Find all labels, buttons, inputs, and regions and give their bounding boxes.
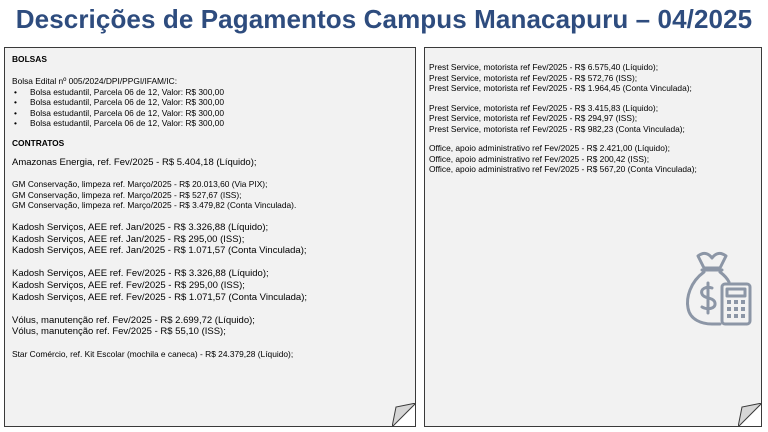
gm-line: GM Conservação, limpeza ref. Março/2025 … bbox=[12, 179, 268, 190]
amazonas-line: Amazonas Energia, ref. Fev/2025 - R$ 5.4… bbox=[12, 156, 257, 168]
bolsa-list: Bolsa estudantil, Parcela 06 de 12, Valo… bbox=[12, 87, 408, 129]
bolsa-edital-label: Bolsa Edital nº 005/2024/DPI/PPGI/IFAM/I… bbox=[12, 76, 178, 86]
office-line: Office, apoio administrativo ref Fev/202… bbox=[429, 153, 650, 164]
slide-title: Descrições de Pagamentos Campus Manacapu… bbox=[15, 4, 753, 34]
page-fold-icon bbox=[392, 403, 415, 426]
bolsas-heading: BOLSAS bbox=[12, 54, 47, 64]
gm-line: GM Conservação, limpeza ref. Março/2025 … bbox=[12, 200, 297, 211]
prest-service-line: Prest Service, motorista ref Fev/2025 - … bbox=[429, 83, 692, 93]
kadosh-fev-line: Kadosh Serviços, AEE ref. Fev/2025 - R$ … bbox=[12, 279, 245, 291]
prest-service-line: Prest Service, motorista ref Fev/2025 - … bbox=[429, 72, 638, 83]
kadosh-fev-line: Kadosh Serviços, AEE ref. Fev/2025 - R$ … bbox=[12, 268, 269, 280]
volus-line: Vólus, manutenção ref. Fev/2025 - R$ 55,… bbox=[12, 326, 226, 338]
prest-service-line: Prest Service, motorista ref Fev/2025 - … bbox=[429, 62, 659, 72]
page-fold-icon bbox=[738, 403, 761, 426]
list-item: Bolsa estudantil, Parcela 06 de 12, Valo… bbox=[12, 87, 408, 98]
right-note-panel: Prest Service, motorista ref Fev/2025 - … bbox=[424, 47, 762, 427]
kadosh-fev-line: Kadosh Serviços, AEE ref. Fev/2025 - R$ … bbox=[12, 291, 308, 303]
volus-line: Vólus, manutenção ref. Fev/2025 - R$ 2.6… bbox=[12, 314, 255, 326]
star-line: Star Comércio, ref. Kit Escolar (mochila… bbox=[12, 349, 294, 360]
prest-service-line: Prest Service, motorista ref Fev/2025 - … bbox=[429, 113, 638, 123]
gm-line: GM Conservação, limpeza ref. Março/2025 … bbox=[12, 189, 242, 200]
contratos-heading: CONTRATOS bbox=[12, 137, 65, 148]
money-bag-calculator-icon bbox=[686, 251, 752, 326]
list-item: Bolsa estudantil, Parcela 06 de 12, Valo… bbox=[12, 108, 408, 119]
list-item: Bolsa estudantil, Parcela 06 de 12, Valo… bbox=[12, 118, 408, 129]
kadosh-jan-line: Kadosh Serviços, AEE ref. Jan/2025 - R$ … bbox=[12, 245, 307, 257]
prest-service-line: Prest Service, motorista ref Fev/2025 - … bbox=[429, 102, 659, 113]
list-item: Bolsa estudantil, Parcela 06 de 12, Valo… bbox=[12, 97, 408, 108]
prest-service-line: Prest Service, motorista ref Fev/2025 - … bbox=[429, 123, 685, 134]
kadosh-jan-line: Kadosh Serviços, AEE ref. Jan/2025 - R$ … bbox=[12, 233, 245, 245]
kadosh-jan-line: Kadosh Serviços, AEE ref. Jan/2025 - R$ … bbox=[12, 221, 269, 233]
office-line: Office, apoio administrativo ref Fev/202… bbox=[429, 143, 670, 153]
office-line: Office, apoio administrativo ref Fev/202… bbox=[429, 164, 697, 174]
left-note-panel: BOLSAS Bolsa Edital nº 005/2024/DPI/PPGI… bbox=[4, 47, 416, 427]
